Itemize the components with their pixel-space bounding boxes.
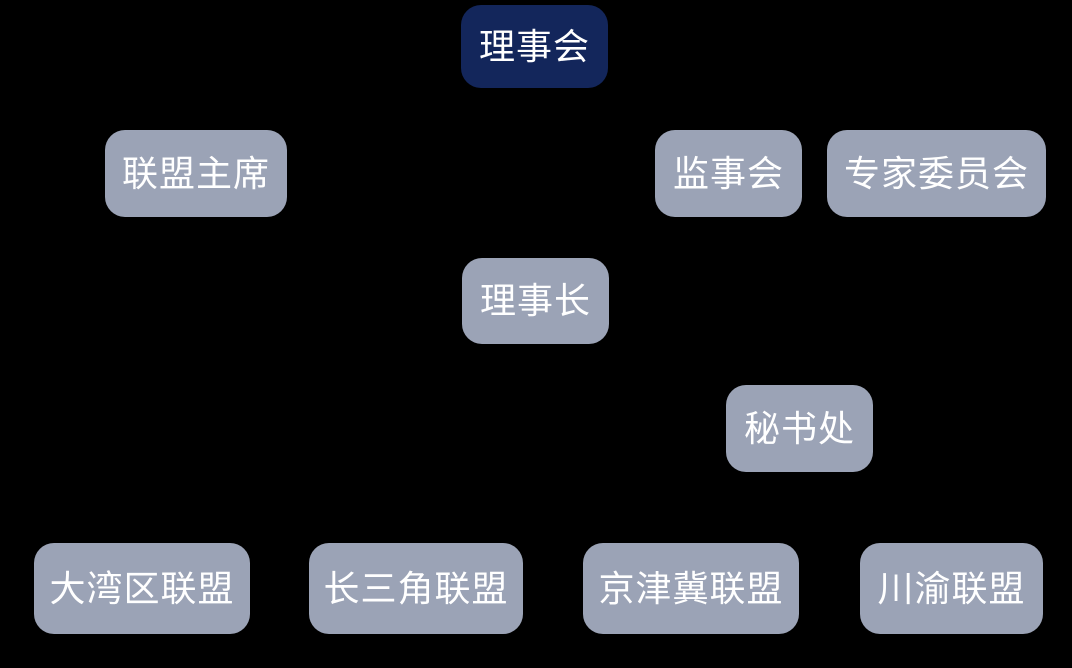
node-jingjinji-alliance-label: 京津冀联盟 (598, 567, 784, 609)
node-alliance-chairman-label: 联盟主席 (121, 152, 270, 194)
node-supervisory-board: 监事会 (655, 130, 802, 217)
node-expert-committee: 专家委员会 (827, 130, 1046, 217)
node-greater-bay-area-alliance: 大湾区联盟 (34, 543, 250, 634)
node-greater-bay-area-alliance-label: 大湾区联盟 (49, 567, 235, 609)
node-yangtze-delta-alliance: 长三角联盟 (309, 543, 523, 634)
node-president: 理事长 (462, 258, 609, 344)
node-chuanyu-alliance: 川渝联盟 (860, 543, 1043, 634)
node-chuanyu-alliance-label: 川渝联盟 (877, 567, 1026, 609)
node-council-label: 理事会 (478, 25, 590, 67)
node-alliance-chairman: 联盟主席 (105, 130, 287, 217)
node-secretariat-label: 秘书处 (743, 407, 855, 449)
node-jingjinji-alliance: 京津冀联盟 (583, 543, 799, 634)
node-council: 理事会 (461, 5, 608, 88)
node-secretariat: 秘书处 (726, 385, 873, 472)
node-supervisory-board-label: 监事会 (672, 152, 784, 194)
node-president-label: 理事长 (479, 280, 591, 321)
node-expert-committee-label: 专家委员会 (843, 152, 1029, 194)
node-yangtze-delta-alliance-label: 长三角联盟 (323, 567, 509, 609)
